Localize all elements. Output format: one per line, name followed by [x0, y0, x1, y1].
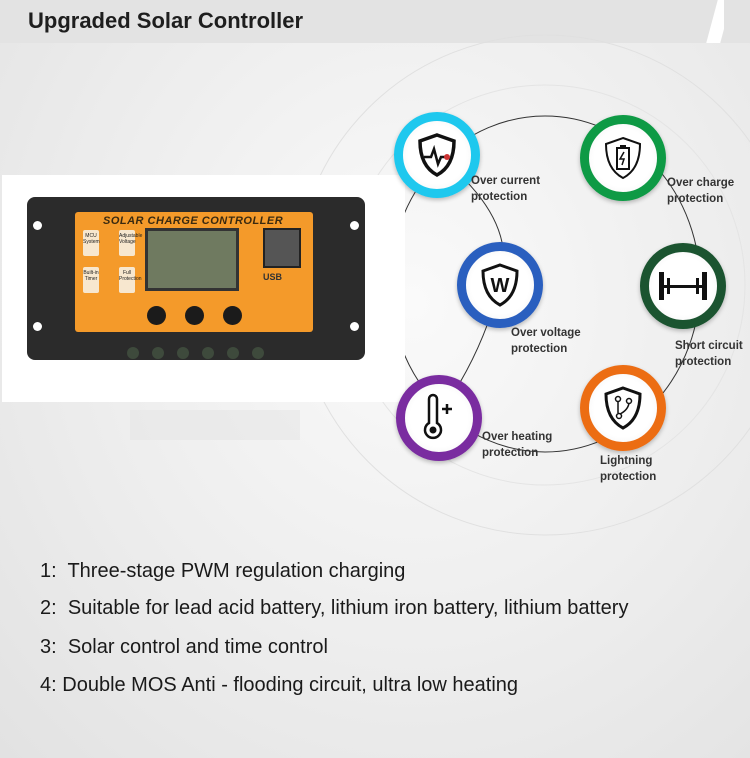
short-circuit-badge	[640, 243, 726, 329]
thermometer-plus-icon	[423, 393, 452, 440]
header-bar: Upgraded Solar Controller	[0, 0, 750, 43]
product-photo: SOLAR CHARGE CONTROLLER MCU System Adjus…	[2, 175, 405, 402]
over-voltage-badge: W	[457, 242, 543, 328]
menu-button	[147, 306, 166, 325]
solar-controller-device: SOLAR CHARGE CONTROLLER MCU System Adjus…	[27, 197, 365, 360]
header-end	[724, 0, 750, 43]
page-title: Upgraded Solar Controller	[28, 8, 304, 33]
feature-list-item: 3: Solar control and time control	[40, 636, 328, 658]
tile-mcu: MCU System	[83, 230, 100, 256]
over-heating-badge	[396, 375, 482, 461]
over-charge-badge	[580, 115, 666, 201]
lcd-screen	[145, 228, 239, 291]
usb-ports	[263, 228, 301, 268]
feature-list-item: 4: Double MOS Anti - flooding circuit, u…	[40, 674, 519, 696]
svg-text:W: W	[491, 275, 510, 297]
shield-battery-icon	[604, 136, 642, 180]
over-current-badge	[394, 112, 480, 198]
short-circuit-icon	[659, 272, 707, 300]
feature-list-item: 1: Three-stage PWM regulation charging	[40, 560, 406, 582]
lightning-badge	[580, 365, 666, 451]
usb-label: USB	[263, 272, 283, 282]
controller-face: SOLAR CHARGE CONTROLLER MCU System Adjus…	[75, 212, 313, 332]
tile-timer: Built-in Timer	[83, 267, 99, 293]
down-button	[223, 306, 242, 325]
panel-label: SOLAR CHARGE CONTROLLER	[103, 215, 284, 227]
shield-w-icon: W	[481, 263, 519, 307]
shield-heartbeat-icon	[418, 133, 456, 177]
shield-lightning-icon	[604, 386, 642, 430]
tile-voltage: Adjustable Voltage	[119, 230, 142, 256]
tile-protection: Full Protection	[119, 267, 142, 293]
feature-list-item: 2: Suitable for lead acid battery, lithi…	[40, 597, 629, 619]
up-button	[185, 306, 204, 325]
